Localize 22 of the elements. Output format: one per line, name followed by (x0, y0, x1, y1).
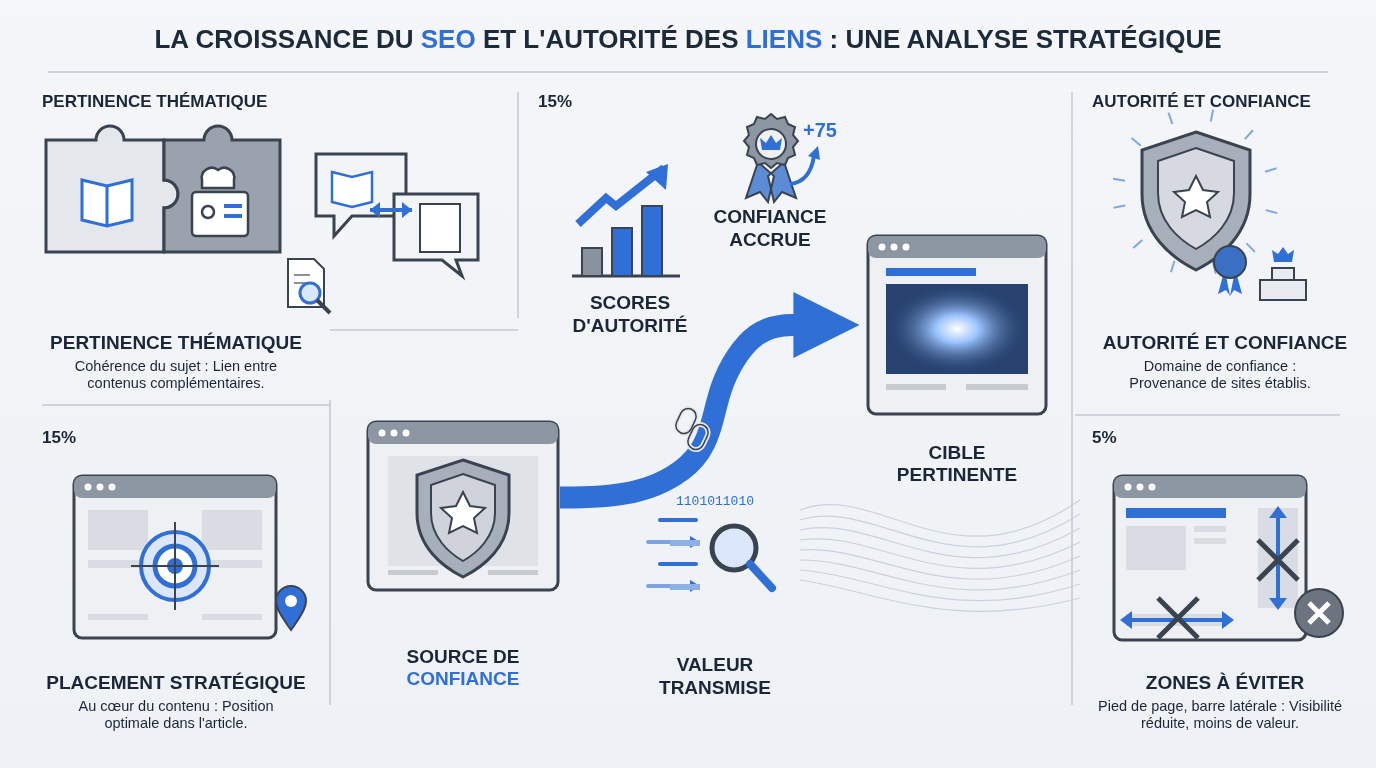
section-heading: SCORES D'AUTORITÉ (571, 292, 689, 338)
section-label: AUTORITÉ ET CONFIANCE (1092, 92, 1312, 113)
description-text: Cohérence du sujet : Lien entre contenus complémentaires. (73, 358, 279, 393)
section-label: 15% (42, 428, 78, 449)
section-heading: AUTORITÉ ET CONFIANCE (1101, 332, 1349, 355)
page-title: LA CROISSANCE DU SEO ET L'AUTORITÉ DES LIENS : UNE ANALYSE STRATÉGIQUE (153, 24, 1223, 55)
section-heading: +75 (802, 118, 838, 142)
description-text: Au cœur du contenu : Position optimale dans l'article. (77, 698, 275, 733)
thick-arrow (560, 292, 860, 509)
node-label: CIBLE PERTINENTE (895, 442, 1019, 486)
section-heading: ZONES À ÉVITER (1144, 672, 1306, 695)
section-label: PERTINENCE THÉMATIQUE (42, 92, 269, 113)
section-heading: VALEUR TRANSMISE (658, 654, 772, 700)
section-heading: PERTINENCE THÉMATIQUE (49, 332, 303, 355)
section-heading: PLACEMENT STRATÉGIQUE (45, 672, 307, 695)
section-label: 15% (538, 92, 574, 113)
section-label: 5% (1092, 428, 1118, 449)
description-text: Domaine de confiance : Provenance de sites établis. (1128, 358, 1312, 393)
section-heading: CONFIANCE ACCRUE (712, 206, 828, 252)
binary-text: 1101011010 (676, 494, 755, 510)
node-label: SOURCE DE CONFIANCE (405, 646, 521, 690)
description-text: Pied de page, barre latérale : Visibilité réduite, moins de valeur. (1097, 698, 1343, 733)
